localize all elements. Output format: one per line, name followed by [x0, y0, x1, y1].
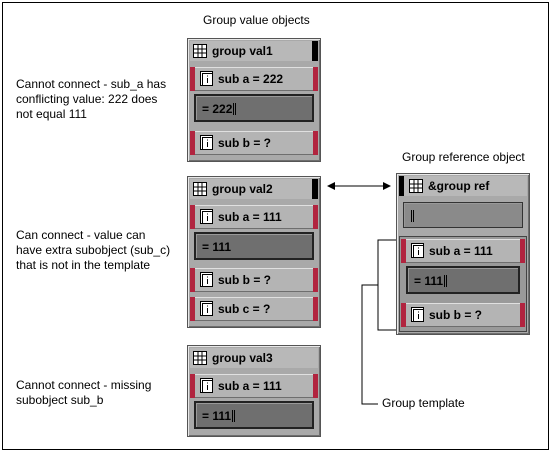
sub-a-row[interactable]: sub a = 111	[401, 239, 525, 263]
red-port-right	[520, 303, 525, 327]
red-port-left	[190, 131, 195, 155]
group-val1-panel[interactable]: group val1 sub a = 222 = 222 sub b = ?	[187, 38, 321, 162]
sub-a-label: sub a = 222	[218, 72, 284, 86]
value-text: = 111	[202, 404, 236, 428]
red-port-right	[313, 131, 318, 155]
group-val1-title: group val1	[212, 44, 273, 58]
info-icon	[411, 307, 424, 322]
group-template-panel[interactable]: sub a = 111 = 111 sub b = ?	[399, 236, 527, 332]
sub-b-row[interactable]: sub b = ?	[190, 131, 318, 155]
group-val2-title: group val2	[212, 182, 273, 196]
template-pointer	[361, 284, 378, 405]
info-icon	[200, 209, 213, 224]
heading-group-value-objects: Group value objects	[203, 13, 310, 27]
value-text-content: = 111	[202, 409, 232, 423]
text-cursor	[411, 210, 414, 222]
value-field[interactable]: = 111	[406, 266, 520, 294]
value-field[interactable]: = 111	[194, 232, 314, 260]
info-icon	[200, 135, 213, 150]
annotation-line: subobject sub_b	[16, 393, 104, 407]
red-port-left	[401, 239, 406, 263]
group-val3-title: group val3	[212, 351, 273, 365]
red-port-left	[190, 374, 195, 398]
sub-b-label: sub b = ?	[429, 308, 483, 322]
info-icon	[200, 71, 213, 86]
annotation-val1: Cannot connect - sub_a has conflicting v…	[16, 77, 166, 122]
titlebar-black-handle	[312, 41, 318, 61]
annotation-line: Can connect - value can	[16, 228, 146, 242]
sub-a-row[interactable]: sub a = 111	[190, 374, 318, 398]
annotation-line: Cannot connect - missing	[16, 378, 152, 392]
red-port-right	[313, 268, 318, 292]
group-ref-panel[interactable]: &group ref sub a = 111 = 111 sub b = ?	[396, 173, 530, 335]
group-grid-icon	[409, 179, 423, 193]
value-text: = 222	[202, 97, 237, 121]
heading-group-reference-object: Group reference object	[402, 150, 525, 164]
annotation-line: that is not in the template	[16, 258, 151, 272]
red-port-right	[520, 239, 525, 263]
red-port-left	[190, 205, 195, 229]
group-val3-titlebar[interactable]: group val3	[190, 348, 318, 368]
sub-c-label: sub c = ?	[218, 302, 271, 316]
titlebar-black-handle	[399, 176, 404, 196]
red-port-left	[190, 268, 195, 292]
red-port-right	[313, 374, 318, 398]
text-cursor	[233, 103, 237, 115]
info-icon	[200, 272, 213, 287]
sub-a-label: sub a = 111	[218, 379, 282, 393]
red-port-right	[313, 205, 318, 229]
group-val2-titlebar[interactable]: group val2	[190, 179, 318, 199]
group-val2-panel[interactable]: group val2 sub a = 111 = 111 sub b = ? s…	[187, 176, 321, 328]
group-ref-titlebar[interactable]: &group ref	[399, 176, 527, 196]
annotation-line: Cannot connect - sub_a has	[16, 77, 167, 91]
value-field[interactable]: = 111	[194, 401, 314, 429]
ref-value-field[interactable]	[403, 202, 523, 228]
group-val1-titlebar[interactable]: group val1	[190, 41, 318, 61]
red-port-right	[313, 67, 318, 91]
red-port-left	[190, 297, 195, 321]
sub-b-row[interactable]: sub b = ?	[401, 303, 525, 327]
titlebar-black-handle	[312, 179, 318, 199]
text-cursor	[232, 410, 236, 422]
sub-a-label: sub a = 111	[218, 210, 282, 224]
sub-b-label: sub b = ?	[218, 273, 272, 287]
value-field[interactable]: = 222	[194, 94, 314, 122]
value-text: = 111	[414, 269, 448, 293]
annotation-val2: Can connect - value can have extra subob…	[16, 228, 170, 273]
red-port-left	[401, 303, 406, 327]
group-grid-icon	[193, 351, 207, 365]
value-text-content: = 222	[202, 102, 233, 116]
diagram-frame	[2, 2, 549, 450]
group-grid-icon	[193, 44, 207, 58]
sub-c-row[interactable]: sub c = ?	[190, 297, 318, 321]
group-grid-icon	[193, 182, 207, 196]
info-icon	[200, 378, 213, 393]
value-text-content: = 111	[414, 274, 444, 288]
group-val3-panel[interactable]: group val3 sub a = 111 = 111	[187, 345, 321, 437]
red-port-left	[190, 67, 195, 91]
sub-a-row[interactable]: sub a = 222	[190, 67, 318, 91]
group-ref-title: &group ref	[428, 179, 490, 193]
template-bracket	[377, 239, 396, 331]
info-icon	[411, 243, 424, 258]
sub-a-row[interactable]: sub a = 111	[190, 205, 318, 229]
value-text	[410, 204, 414, 228]
heading-group-template: Group template	[382, 396, 465, 410]
value-text: = 111	[202, 240, 232, 254]
text-cursor	[444, 275, 448, 287]
annotation-val3: Cannot connect - missing subobject sub_b	[16, 378, 151, 408]
sub-a-label: sub a = 111	[429, 244, 493, 258]
annotation-line: conflicting value: 222 does	[16, 92, 158, 106]
red-port-right	[313, 297, 318, 321]
sub-b-row[interactable]: sub b = ?	[190, 268, 318, 292]
info-icon	[200, 301, 213, 316]
annotation-line: not equal 111	[16, 107, 87, 121]
sub-b-label: sub b = ?	[218, 136, 272, 150]
annotation-line: have extra subobject (sub_c)	[16, 243, 171, 257]
